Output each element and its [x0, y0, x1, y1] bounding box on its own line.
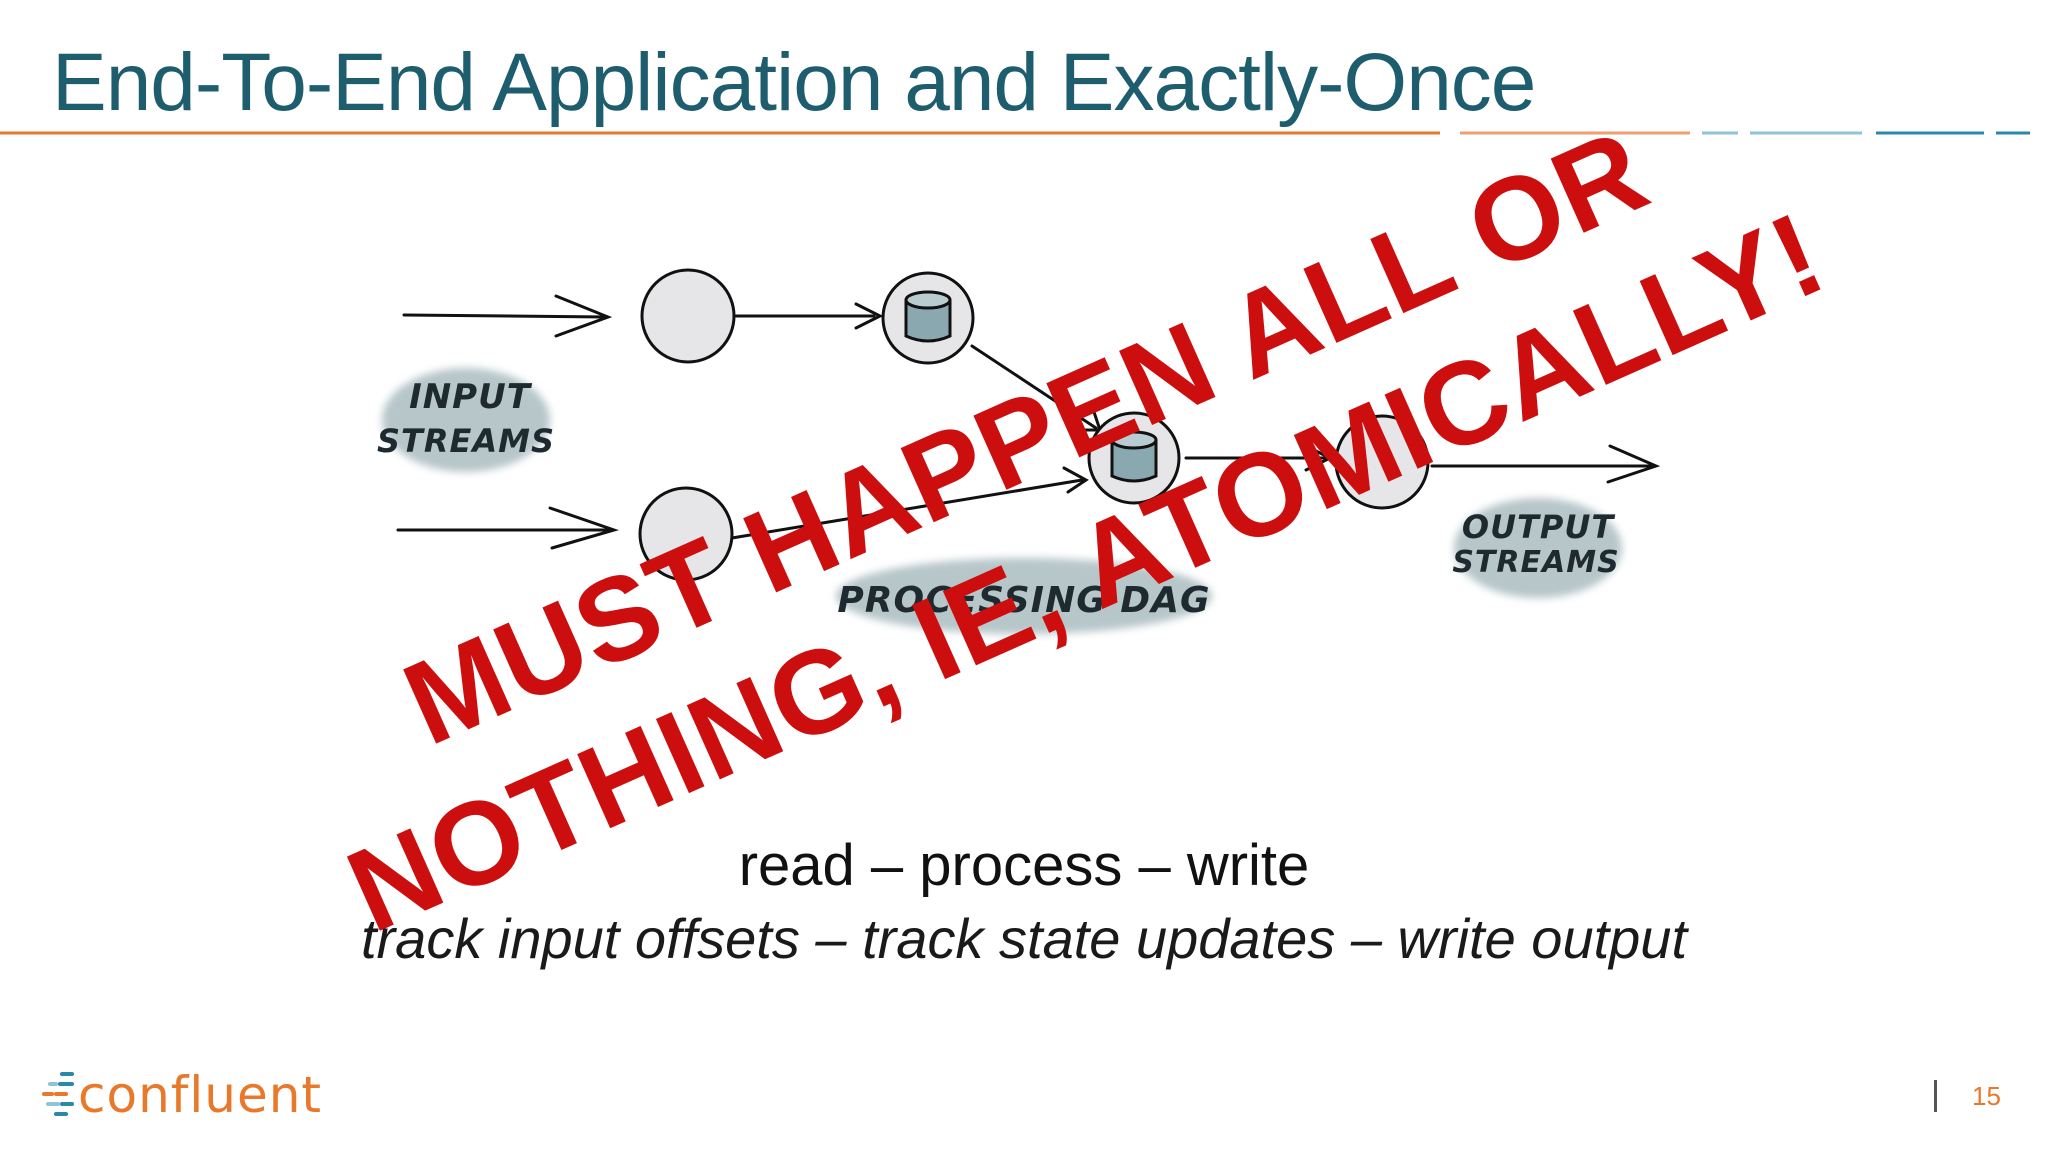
logo-text: confluent — [78, 1066, 323, 1124]
output-label-line2: STREAMS — [1452, 545, 1619, 580]
diagram-arrows — [396, 294, 1661, 550]
caption-sub: track input offsets – track state update… — [360, 907, 1688, 970]
node-state-middle — [1087, 411, 1181, 505]
node-state-top — [881, 271, 975, 365]
processing-label-text: PROCESSING DAG — [837, 580, 1210, 621]
confluent-logo-icon — [42, 1072, 74, 1116]
slide-title: End-To-End Application and Exactly-Once — [52, 37, 1536, 128]
footer-divider — [1934, 1080, 1937, 1112]
output-label-line1: OUTPUT — [1462, 508, 1615, 546]
cylinder-state-store-icon — [904, 290, 952, 343]
caption-main: read – process – write — [738, 833, 1310, 898]
cylinder-state-store-icon — [1110, 430, 1158, 483]
input-streams-label: INPUT STREAMS — [377, 368, 555, 472]
output-streams-label: OUTPUT STREAMS — [1452, 498, 1622, 598]
confluent-logo: confluent — [42, 1066, 323, 1128]
page-number: 15 — [1972, 1081, 2001, 1111]
node-sink — [1334, 414, 1430, 510]
node-source-top — [640, 268, 736, 364]
input-label-line2: STREAMS — [377, 422, 555, 460]
processing-dag-label: PROCESSING DAG — [836, 558, 1212, 634]
input-label-line1: INPUT — [409, 377, 533, 417]
title-underline — [0, 131, 2030, 135]
node-source-bottom — [638, 486, 734, 582]
